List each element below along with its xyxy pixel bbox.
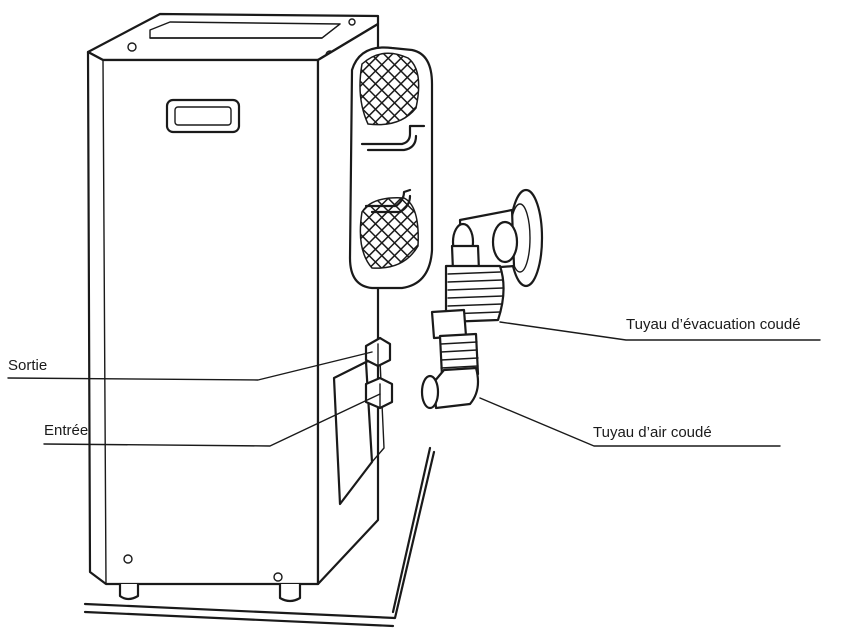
floor-outline xyxy=(83,446,436,628)
inlet-label: Entrée xyxy=(44,422,89,439)
exhaust-elbow-label: Tuyau d’évacuation coudé xyxy=(626,316,801,333)
inlet-fitting xyxy=(364,376,394,410)
rear-grille-panel xyxy=(348,46,434,290)
leader-lines xyxy=(7,321,821,447)
heater-cabinet xyxy=(86,12,380,603)
pipe-assembly xyxy=(420,188,544,410)
outlet-fitting xyxy=(364,336,392,368)
air-elbow-label: Tuyau d’air coudé xyxy=(593,424,712,441)
outlet-label: Sortie xyxy=(8,357,48,374)
